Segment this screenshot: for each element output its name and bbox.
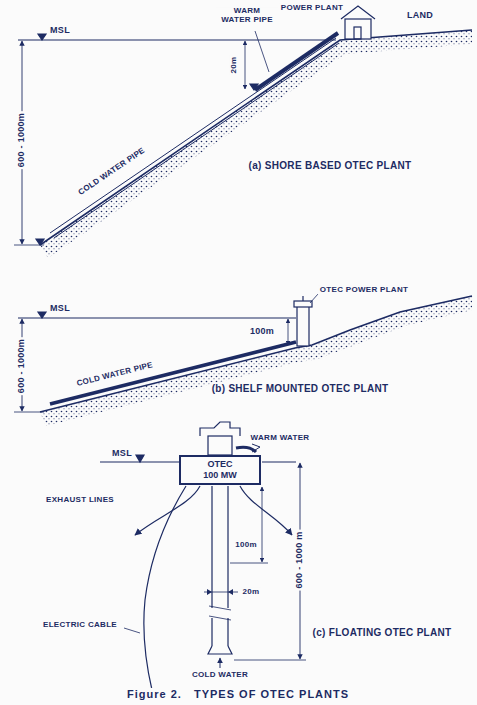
- label-text: 600 - 1000 m: [295, 529, 305, 590]
- label-text: POWER PLANT: [279, 4, 345, 13]
- label-text: MSL: [48, 304, 72, 314]
- label-text: LAND: [405, 11, 435, 21]
- label-text: COLD WATER PIPE: [74, 361, 156, 389]
- label-text: OTEC POWER PLANT: [318, 286, 410, 295]
- label-text: WARM WATER: [249, 434, 312, 443]
- floating-plant: [100, 422, 306, 690]
- shelf-mounted-plant: [14, 294, 472, 426]
- label-text: 600 - 1000m: [17, 111, 27, 169]
- label-text: MSL: [48, 26, 72, 36]
- shore-based-plant: [14, 6, 472, 258]
- label-text: MSL: [110, 449, 134, 459]
- label-text: (b) SHELF MOUNTED OTEC PLANT: [210, 383, 391, 394]
- label-text: 100m: [248, 327, 276, 337]
- node-text: OTEC: [187, 459, 253, 470]
- label-text: ELECTRIC CABLE: [41, 621, 119, 630]
- label-text: WARM WATER PIPE: [216, 7, 278, 25]
- label-text: 20m: [230, 55, 239, 76]
- figure-caption: Figure 2. TYPES OF OTEC PLANTS: [125, 688, 351, 700]
- label-text: (a) SHORE BASED OTEC PLANT: [247, 160, 414, 171]
- label-text: 100m: [233, 541, 259, 550]
- node-text: 100 MW: [187, 470, 253, 481]
- label-text: EXHAUST LINES: [44, 496, 116, 505]
- label-text: (c) FLOATING OTEC PLANT: [311, 627, 454, 638]
- label-text: 20m: [241, 588, 262, 597]
- platform-box: OTEC100 MW: [179, 455, 261, 485]
- label-text: COLD WATER: [190, 671, 250, 680]
- label-text: 600 - 1000m: [17, 337, 27, 395]
